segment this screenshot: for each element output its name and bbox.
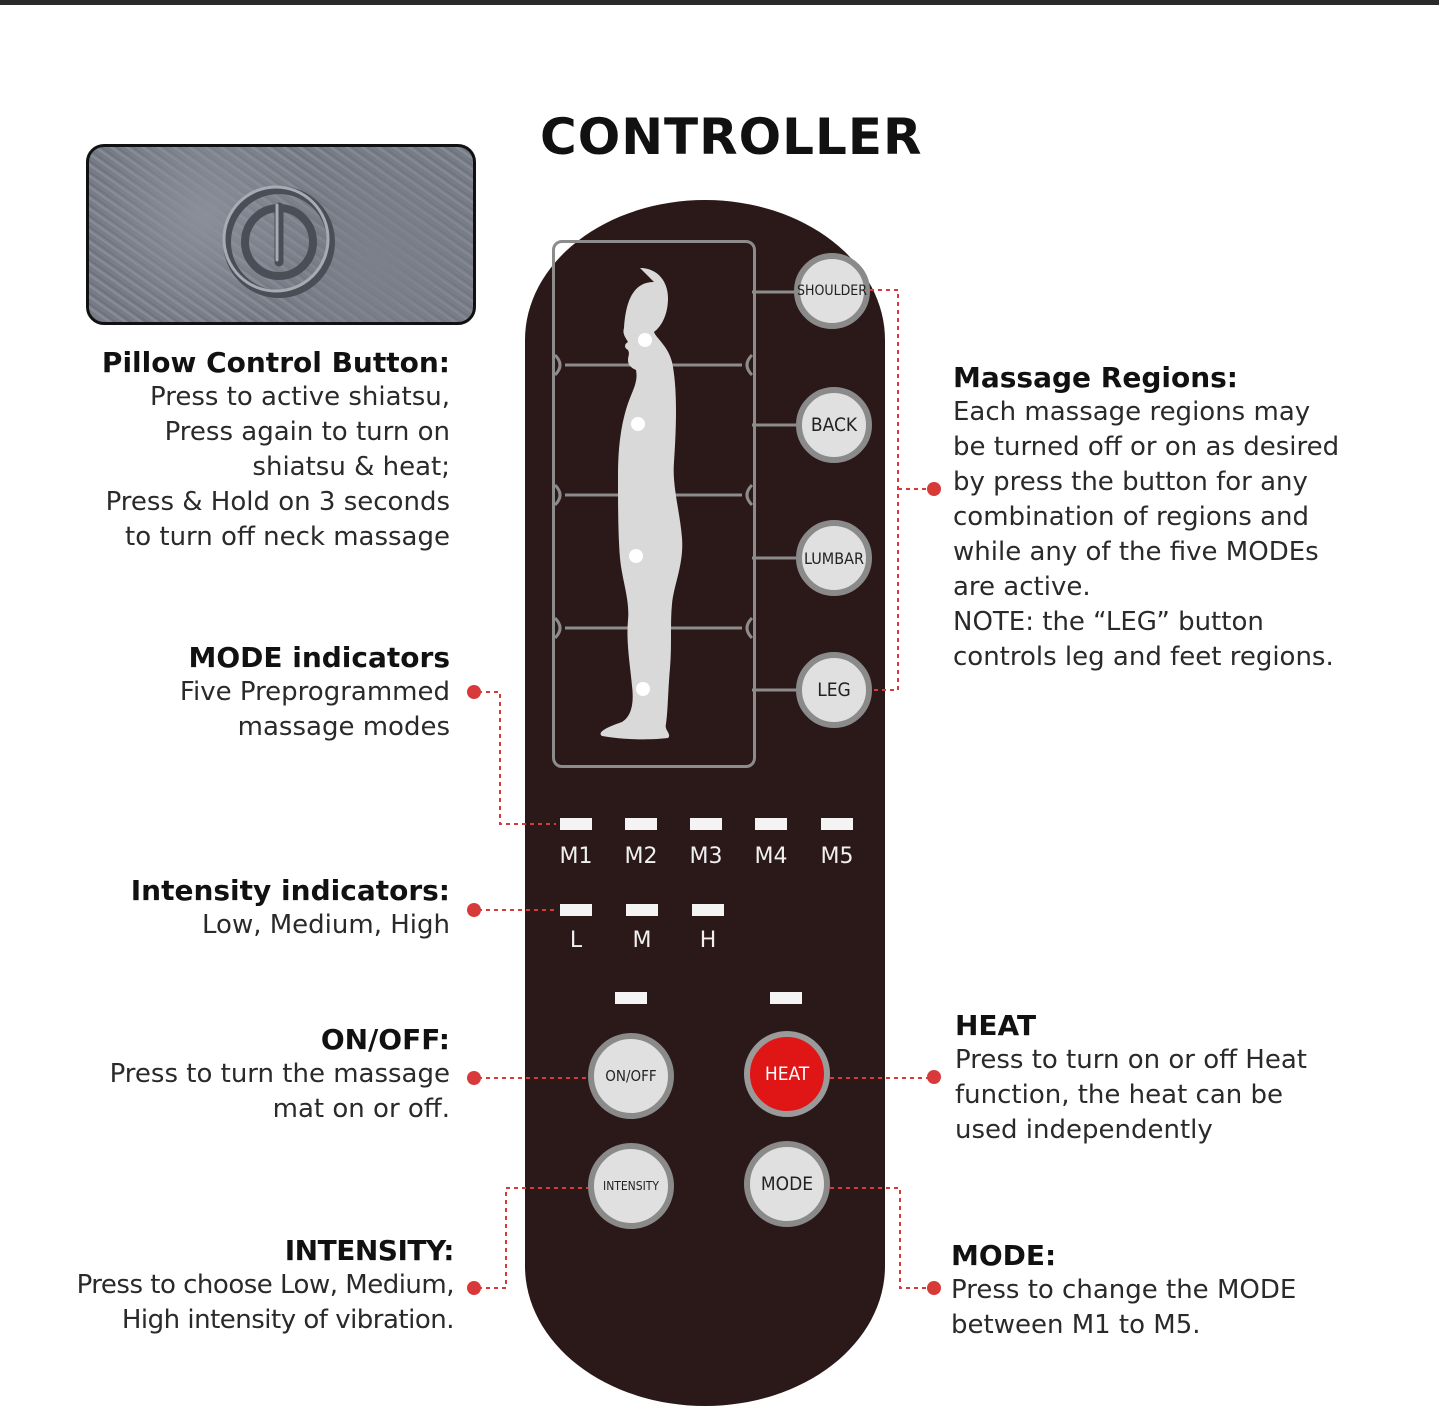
mode-line: Press to change the MODE [951, 1275, 1297, 1305]
regions-line: by press the button for any [953, 467, 1308, 497]
regions-description: Massage Regions: Each massage regions ma… [953, 360, 1393, 675]
pillow-line: shiatsu & heat; [252, 452, 450, 482]
heat-line: Press to turn on or off Heat [955, 1045, 1307, 1075]
heat-line: function, the heat can be [955, 1080, 1284, 1110]
mode-indicator-m3 [690, 818, 722, 830]
onoff-heading: ON/OFF: [320, 1023, 450, 1056]
intensity-indicator-medium [626, 904, 658, 916]
intensity-label-high: H [699, 928, 717, 953]
regions-line: be turned off or on as desired [953, 432, 1340, 462]
pillow-line: to turn off neck massage [125, 522, 450, 552]
regions-line: Each massage regions may [953, 397, 1311, 427]
mode-label-m4: M4 [754, 844, 788, 869]
mode-indicators-description: MODE indicators Five Preprogrammed massa… [100, 640, 450, 745]
intensity-indicator-low [560, 904, 592, 916]
heat-button[interactable]: HEAT [744, 1031, 830, 1117]
shoulder-button[interactable]: SHOULDER [794, 253, 870, 329]
body-region-frame [552, 240, 756, 768]
regions-heading: Massage Regions: [953, 361, 1238, 394]
mode-line: between M1 to M5. [951, 1310, 1201, 1340]
mode-indicators-line: Five Preprogrammed [179, 677, 450, 707]
onoff-description: ON/OFF: Press to turn the massage mat on… [60, 1022, 450, 1127]
pillow-line: Press & Hold on 3 seconds [105, 487, 450, 517]
pillow-line: Press to active shiatsu, [149, 382, 450, 412]
mode-indicator-m4 [755, 818, 787, 830]
regions-line: controls leg and feet regions. [953, 642, 1334, 672]
leg-button[interactable]: LEG [796, 652, 872, 728]
mode-indicator-m5 [821, 818, 853, 830]
intensity-description: INTENSITY: Press to choose Low, Medium, … [40, 1233, 455, 1338]
intensity-label-medium: M [632, 928, 652, 953]
heat-indicator [770, 992, 802, 1004]
mode-indicator-m1 [560, 818, 592, 830]
regions-line: NOTE: the “LEG” button [953, 607, 1264, 637]
onoff-line: mat on or off. [272, 1094, 450, 1124]
mode-label-m2: M2 [624, 844, 658, 869]
intensity-line: Press to choose Low, Medium, [76, 1270, 455, 1300]
lumbar-button[interactable]: LUMBAR [796, 520, 872, 596]
intensity-button[interactable]: INTENSITY [588, 1143, 674, 1229]
intensity-indicators-description: Intensity indicators: Low, Medium, High [100, 873, 450, 943]
intensity-indicators-line: Low, Medium, High [202, 910, 450, 940]
mode-description: MODE: Press to change the MODE between M… [951, 1238, 1391, 1343]
power-icon [222, 185, 335, 298]
regions-line: are active. [953, 572, 1091, 602]
mode-heading: MODE: [951, 1239, 1057, 1272]
pillow-photo [86, 144, 476, 325]
mode-indicator-m2 [625, 818, 657, 830]
intensity-label-low: L [569, 928, 583, 953]
mode-label-m3: M3 [689, 844, 723, 869]
onoff-button[interactable]: ON/OFF [588, 1033, 674, 1119]
mode-indicators-line: massage modes [237, 712, 450, 742]
mode-button[interactable]: MODE [744, 1141, 830, 1227]
pillow-control-description: Pillow Control Button: Press to active s… [60, 345, 450, 555]
mode-indicators-heading: MODE indicators [188, 641, 450, 674]
intensity-indicators-heading: Intensity indicators: [130, 874, 450, 907]
intensity-indicator-high [692, 904, 724, 916]
regions-line: while any of the five MODEs [953, 537, 1319, 567]
intensity-heading: INTENSITY: [284, 1234, 455, 1267]
heat-description: HEAT Press to turn on or off Heat functi… [955, 1008, 1395, 1148]
top-border [0, 0, 1439, 5]
pillow-line: Press again to turn on [164, 417, 450, 447]
power-indicator [615, 992, 647, 1004]
human-silhouette-icon [600, 268, 683, 740]
mode-label-m5: M5 [820, 844, 854, 869]
onoff-line: Press to turn the massage [109, 1059, 450, 1089]
intensity-line: High intensity of vibration. [121, 1305, 455, 1335]
heat-line: used independently [955, 1115, 1213, 1145]
pillow-control-heading: Pillow Control Button: [101, 346, 450, 379]
heat-heading: HEAT [955, 1009, 1037, 1042]
regions-line: combination of regions and [953, 502, 1310, 532]
page-title: CONTROLLER [540, 108, 923, 166]
mode-label-m1: M1 [559, 844, 593, 869]
back-button[interactable]: BACK [796, 387, 872, 463]
